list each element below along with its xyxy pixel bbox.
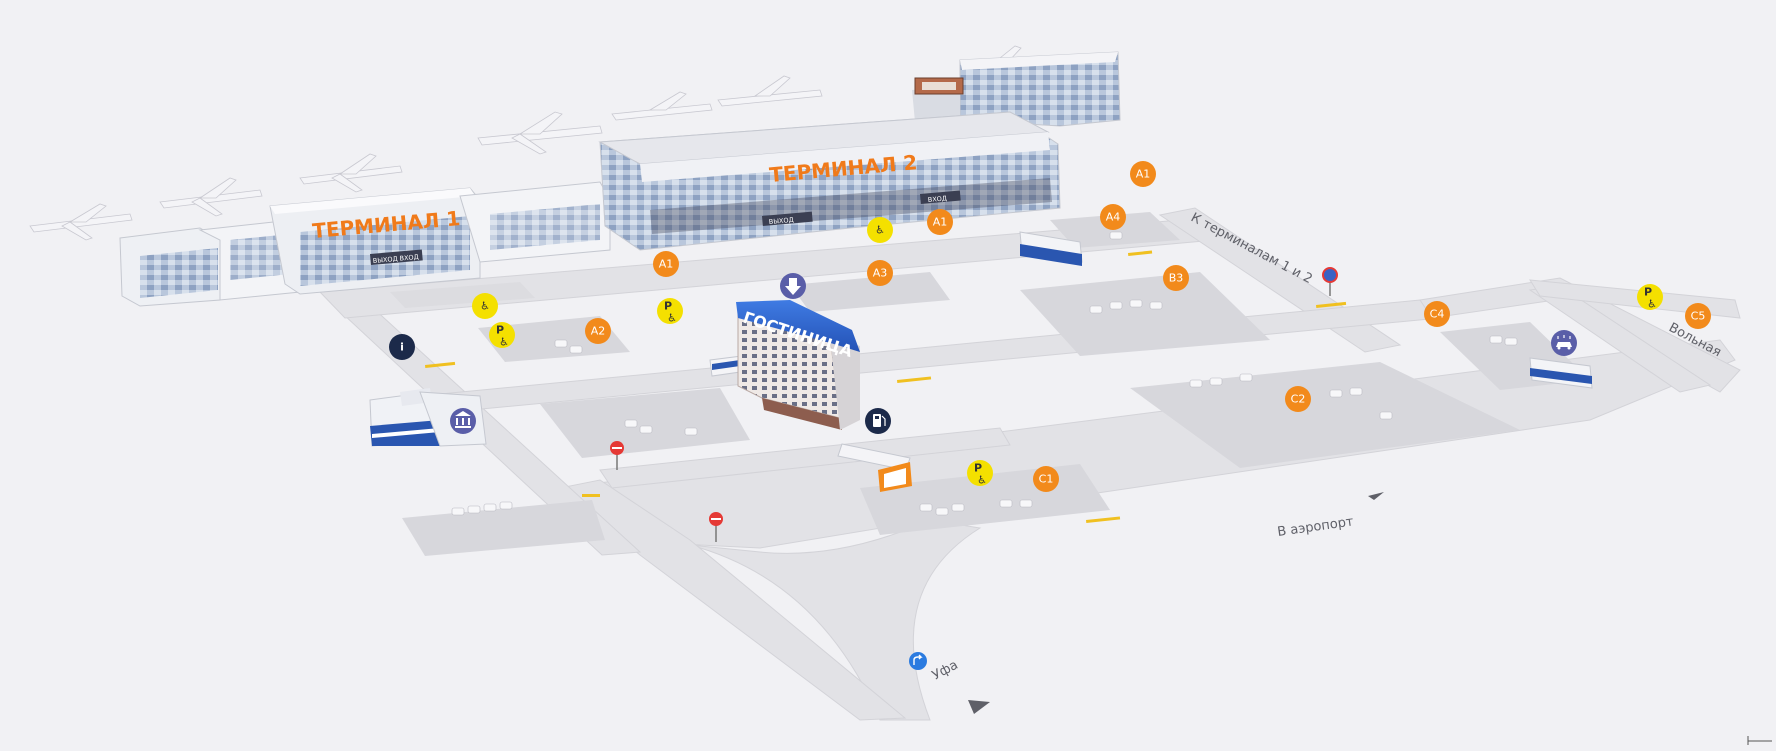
- parked-cars: [451, 231, 1518, 516]
- svg-text:P: P: [1644, 286, 1652, 299]
- museum-icon[interactable]: [450, 408, 476, 434]
- scale-bar: [1747, 736, 1772, 745]
- svg-text:C5: C5: [1691, 310, 1706, 323]
- svg-text:P: P: [664, 300, 672, 313]
- car-wash-icon[interactable]: [1551, 330, 1577, 356]
- svg-text:♿: ♿: [1647, 298, 1657, 311]
- zone-markers: A1 A1 A1 A4 A3 B3 A2 C4 C5 C2 C1: [585, 161, 1711, 492]
- no-parking-icon: [1322, 267, 1338, 296]
- accessible-icon[interactable]: ♿: [472, 293, 498, 319]
- lot-small-terminal: [390, 282, 535, 308]
- arrow-down-right-icon: [968, 700, 990, 714]
- no-entry-icon: [709, 512, 723, 542]
- parking-icon[interactable]: P♿: [657, 298, 683, 325]
- lot-a4: [1050, 212, 1180, 248]
- airplane-icon: [29, 203, 133, 241]
- car-wash-building: [1529, 357, 1593, 389]
- zone-marker-a1-top[interactable]: A1: [1130, 161, 1156, 187]
- zone-marker-c4[interactable]: C4: [1424, 301, 1450, 327]
- gas-station: [837, 443, 912, 492]
- zone-marker-a4[interactable]: A4: [1100, 204, 1126, 230]
- zone-marker-c2[interactable]: C2: [1285, 386, 1311, 412]
- lot-b3: [1020, 272, 1270, 356]
- parking-icon[interactable]: P♿: [489, 322, 515, 349]
- info-icon[interactable]: i: [389, 334, 415, 360]
- road-label-ufa: Уфа: [930, 658, 961, 684]
- terminal-2: ТЕРМИНАЛ 2 ВЫХОД ВХОД: [598, 51, 1121, 251]
- parking-icon[interactable]: P♿: [967, 460, 993, 487]
- svg-text:C1: C1: [1039, 473, 1054, 486]
- parking-lots: [390, 212, 1590, 556]
- zone-marker-c5[interactable]: C5: [1685, 303, 1711, 329]
- fuel-icon[interactable]: [865, 408, 891, 434]
- svg-text:♿: ♿: [480, 300, 490, 313]
- svg-text:A3: A3: [873, 267, 888, 280]
- airplane-icon: [299, 153, 403, 193]
- svg-text:A1: A1: [933, 216, 948, 229]
- zone-marker-b3[interactable]: B3: [1163, 265, 1189, 291]
- svg-text:A1: A1: [1136, 168, 1151, 181]
- zone-marker-c1[interactable]: C1: [1033, 466, 1059, 492]
- turn-right-icon[interactable]: [909, 652, 927, 670]
- svg-text:♿: ♿: [875, 224, 885, 237]
- svg-text:A4: A4: [1106, 211, 1121, 224]
- terminal-1: ТЕРМИНАЛ 1 ВЫХОД ВХОД: [119, 181, 611, 307]
- airplane-icon: [477, 111, 603, 155]
- svg-text:A1: A1: [659, 258, 674, 271]
- no-entry-icon: [610, 441, 624, 470]
- road-label-to-airport: В аэропорт: [1276, 514, 1354, 540]
- svg-text:P: P: [496, 324, 504, 337]
- service-markers: i: [389, 273, 1577, 670]
- road-ufa-curve: [689, 519, 982, 721]
- arrow-right-icon: [1368, 492, 1384, 500]
- zone-marker-a2[interactable]: A2: [585, 318, 611, 344]
- svg-text:C2: C2: [1291, 393, 1306, 406]
- svg-text:♿: ♿: [667, 312, 677, 325]
- terminal-2-exit-sign: ВЫХОД: [768, 216, 793, 226]
- pavilion-building: [1019, 231, 1083, 266]
- zone-marker-a1-mid[interactable]: A1: [927, 209, 953, 235]
- zone-marker-a3[interactable]: A3: [867, 260, 893, 286]
- lot-left-middle: [540, 388, 750, 458]
- svg-text:i: i: [400, 341, 404, 354]
- svg-text:P: P: [974, 462, 982, 475]
- lot-c2: [1130, 362, 1520, 468]
- airplane-icon: [159, 177, 263, 217]
- barriers: [425, 250, 1347, 523]
- svg-text:B3: B3: [1169, 272, 1184, 285]
- svg-text:A2: A2: [591, 325, 606, 338]
- airplane-icon: [717, 75, 823, 107]
- lot-a3: [790, 272, 950, 312]
- terminal-2-entry-sign: ВХОД: [927, 194, 947, 204]
- no-entry-signs: [610, 267, 1338, 542]
- terminal-1-doors-sign: ВЫХОД ВХОД: [372, 253, 419, 265]
- parking-icon[interactable]: P♿: [1637, 284, 1663, 311]
- svg-text:♿: ♿: [499, 336, 509, 349]
- arrow-down-icon[interactable]: [780, 273, 806, 299]
- svg-text:C4: C4: [1430, 308, 1445, 321]
- airplane-icon: [611, 91, 713, 121]
- accessible-icon[interactable]: ♿: [867, 217, 893, 243]
- parking-markers: P♿ P♿ P♿ P♿ ♿ ♿: [472, 217, 1663, 487]
- road-network: [318, 207, 1741, 721]
- svg-text:♿: ♿: [977, 474, 987, 487]
- airplanes: [29, 45, 1053, 241]
- road-ufa-straight: [558, 479, 907, 721]
- zone-marker-a1-left[interactable]: A1: [653, 251, 679, 277]
- road-lower: [599, 427, 1011, 489]
